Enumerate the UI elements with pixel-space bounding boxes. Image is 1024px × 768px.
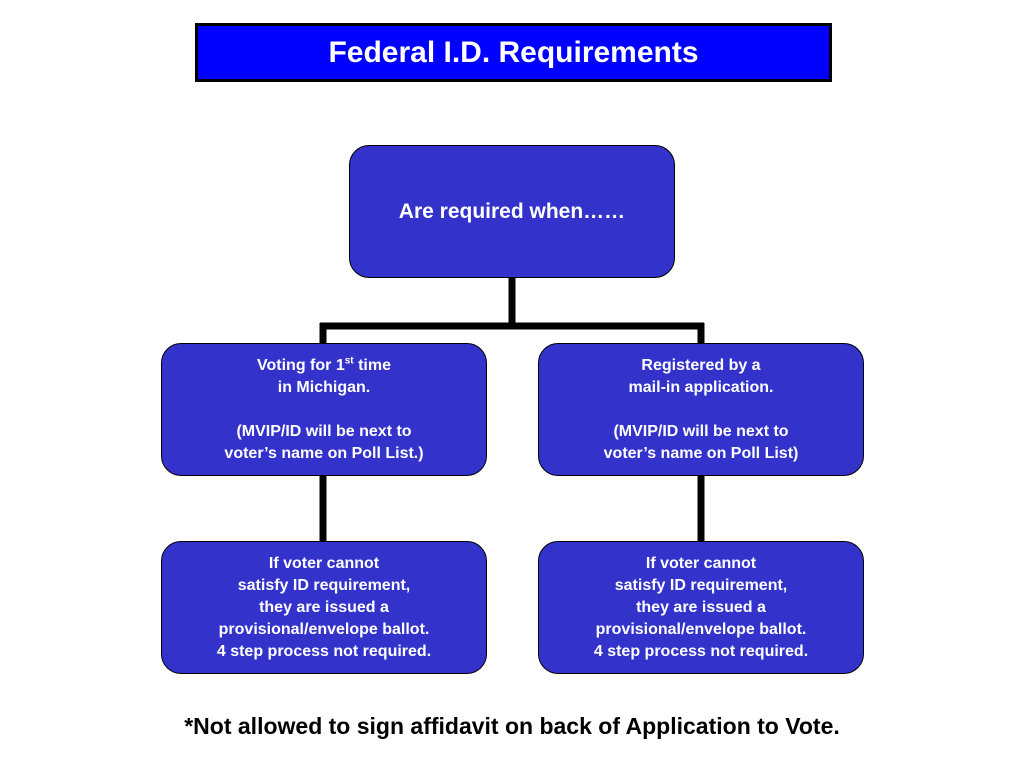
footnote: *Not allowed to sign affidavit on back o… [184,713,840,739]
bottom-left-line3: they are issued a [259,598,389,616]
bottom-left-node: If voter cannot satisfy ID requirement, … [161,541,487,674]
page-title: Federal I.D. Requirements [328,35,699,69]
bottom-right-line5: 4 step process not required. [593,642,809,660]
mid-left-line4: voter’s name on Poll List.) [224,444,424,462]
mid-left-line1: Voting for 1st time [257,355,391,377]
mid-left-node: Voting for 1st time in Michigan. (MVIP/I… [161,343,487,476]
root-node: Are required when…… [349,145,675,278]
mid-right-node: Registered by a mail-in application. (MV… [538,343,864,476]
mid-right-line4: voter’s name on Poll List) [603,444,799,462]
title-banner: Federal I.D. Requirements [195,23,832,82]
root-node-label: Are required when…… [398,199,626,223]
bottom-left-line2: satisfy ID requirement, [237,576,411,594]
bottom-right-line3: they are issued a [636,598,766,616]
bottom-left-line5: 4 step process not required. [216,642,432,660]
mid-left-line3: (MVIP/ID will be next to [236,422,412,440]
bottom-left-line4: provisional/envelope ballot. [218,620,430,638]
mid-left-line1-sup: st [344,355,354,367]
mid-left-line1-text: Voting for 1 [257,356,345,374]
bottom-left-line1: If voter cannot [268,554,380,572]
mid-right-line1: Registered by a [641,356,761,374]
bottom-right-node: If voter cannot satisfy ID requirement, … [538,541,864,674]
bottom-right-line1: If voter cannot [645,554,757,572]
mid-left-line1-tail: time [353,356,391,374]
mid-right-line3: (MVIP/ID will be next to [613,422,789,440]
mid-right-line2: mail-in application. [628,378,774,396]
mid-left-line2: in Michigan. [277,378,371,396]
bottom-right-line2: satisfy ID requirement, [614,576,788,594]
bottom-right-line4: provisional/envelope ballot. [595,620,807,638]
